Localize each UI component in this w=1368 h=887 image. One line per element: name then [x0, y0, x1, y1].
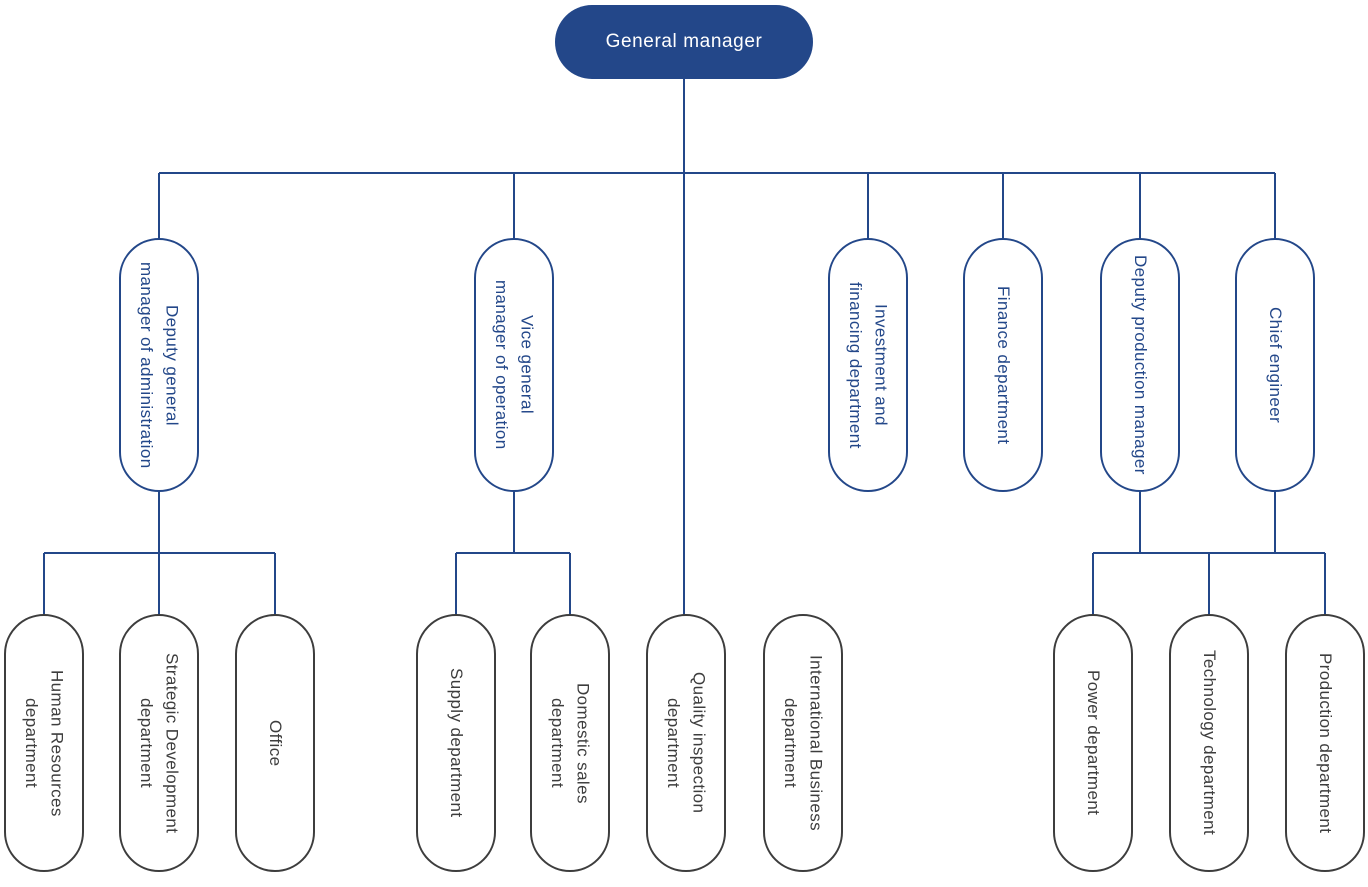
- node-deputy-production-manager: Deputy production manager: [1100, 238, 1180, 492]
- node-label: Supply department: [446, 668, 466, 818]
- node-label: Deputy production manager: [1130, 255, 1150, 475]
- node-label: Office: [265, 719, 285, 767]
- node-domestic-sales-department: Domestic sales department: [530, 614, 610, 872]
- node-label: Technology department: [1199, 650, 1219, 836]
- node-label: Vice general manager of operation: [492, 280, 537, 450]
- node-label: Strategic Development department: [137, 652, 182, 834]
- node-label: Human Resources department: [22, 669, 67, 817]
- node-label: Chief engineer: [1265, 306, 1285, 424]
- node-label: Investment and financing department: [846, 281, 891, 449]
- node-general-manager: General manager: [555, 5, 813, 79]
- node-investment-and-financing-department: Investment and financing department: [828, 238, 908, 492]
- node-power-department: Power department: [1053, 614, 1133, 872]
- node-quality-inspection-department: Quality inspection department: [646, 614, 726, 872]
- node-deputy-general-manager-of-administration: Deputy general manager of administration: [119, 238, 199, 492]
- node-international-business-department: International Business department: [763, 614, 843, 872]
- node-label: Power department: [1083, 670, 1103, 816]
- node-technology-department: Technology department: [1169, 614, 1249, 872]
- node-strategic-development-department: Strategic Development department: [119, 614, 199, 872]
- node-supply-department: Supply department: [416, 614, 496, 872]
- node-production-department: Production department: [1285, 614, 1365, 872]
- node-office: Office: [235, 614, 315, 872]
- node-label: Finance department: [993, 285, 1013, 445]
- node-chief-engineer: Chief engineer: [1235, 238, 1315, 492]
- node-finance-department: Finance department: [963, 238, 1043, 492]
- node-label: Production department: [1315, 652, 1335, 834]
- node-human-resources-department: Human Resources department: [4, 614, 84, 872]
- node-label: General manager: [605, 31, 763, 52]
- node-label: Domestic sales department: [548, 682, 593, 804]
- node-vice-general-manager-of-operation: Vice general manager of operation: [474, 238, 554, 492]
- node-label: International Business department: [781, 654, 826, 832]
- node-label: Deputy general manager of administration: [137, 261, 182, 469]
- node-label: Quality inspection department: [664, 672, 709, 814]
